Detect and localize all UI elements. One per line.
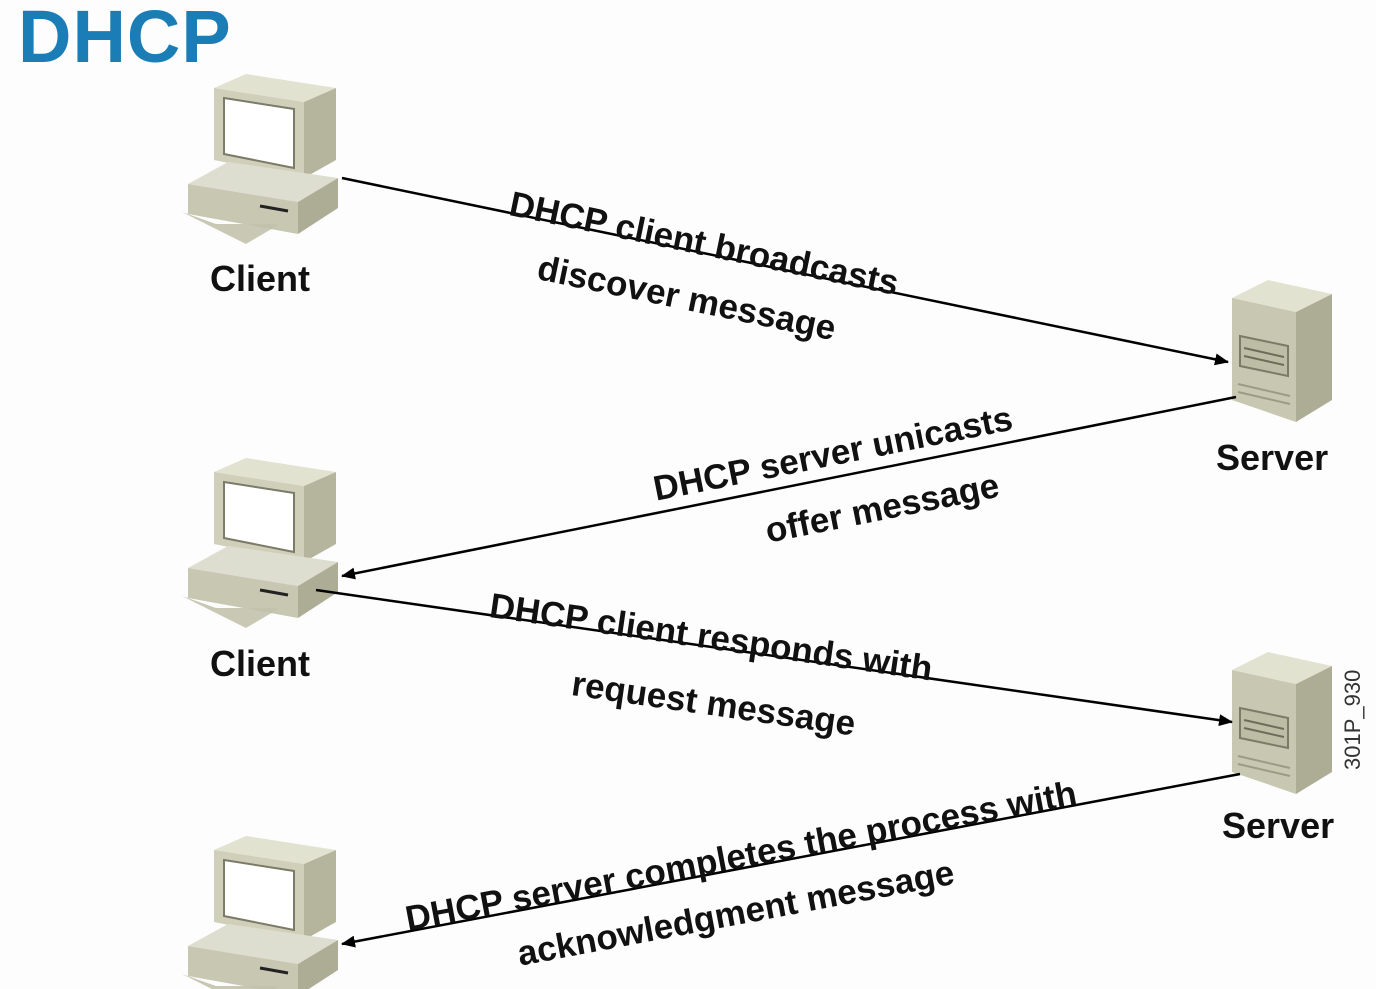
figure-code: 301P_930 [1340,669,1365,770]
discover-arrow [341,176,1229,366]
client-computer-icon-1 [180,72,340,246]
client-computer-icon-2 [180,456,340,630]
client-label-1: Client [210,258,311,299]
server-label-1: Server [1216,437,1329,478]
server-tower-icon-2 [1231,651,1333,795]
client-label-2: Client [210,643,311,684]
acknowledgment-arrow [341,772,1241,948]
page-title: DHCP [18,0,232,78]
request-arrow [315,588,1233,727]
server-label-2: Server [1222,805,1335,846]
client-computer-icon-3 [180,834,340,989]
server-tower-icon-1 [1231,279,1333,423]
offer-arrow [341,395,1237,580]
